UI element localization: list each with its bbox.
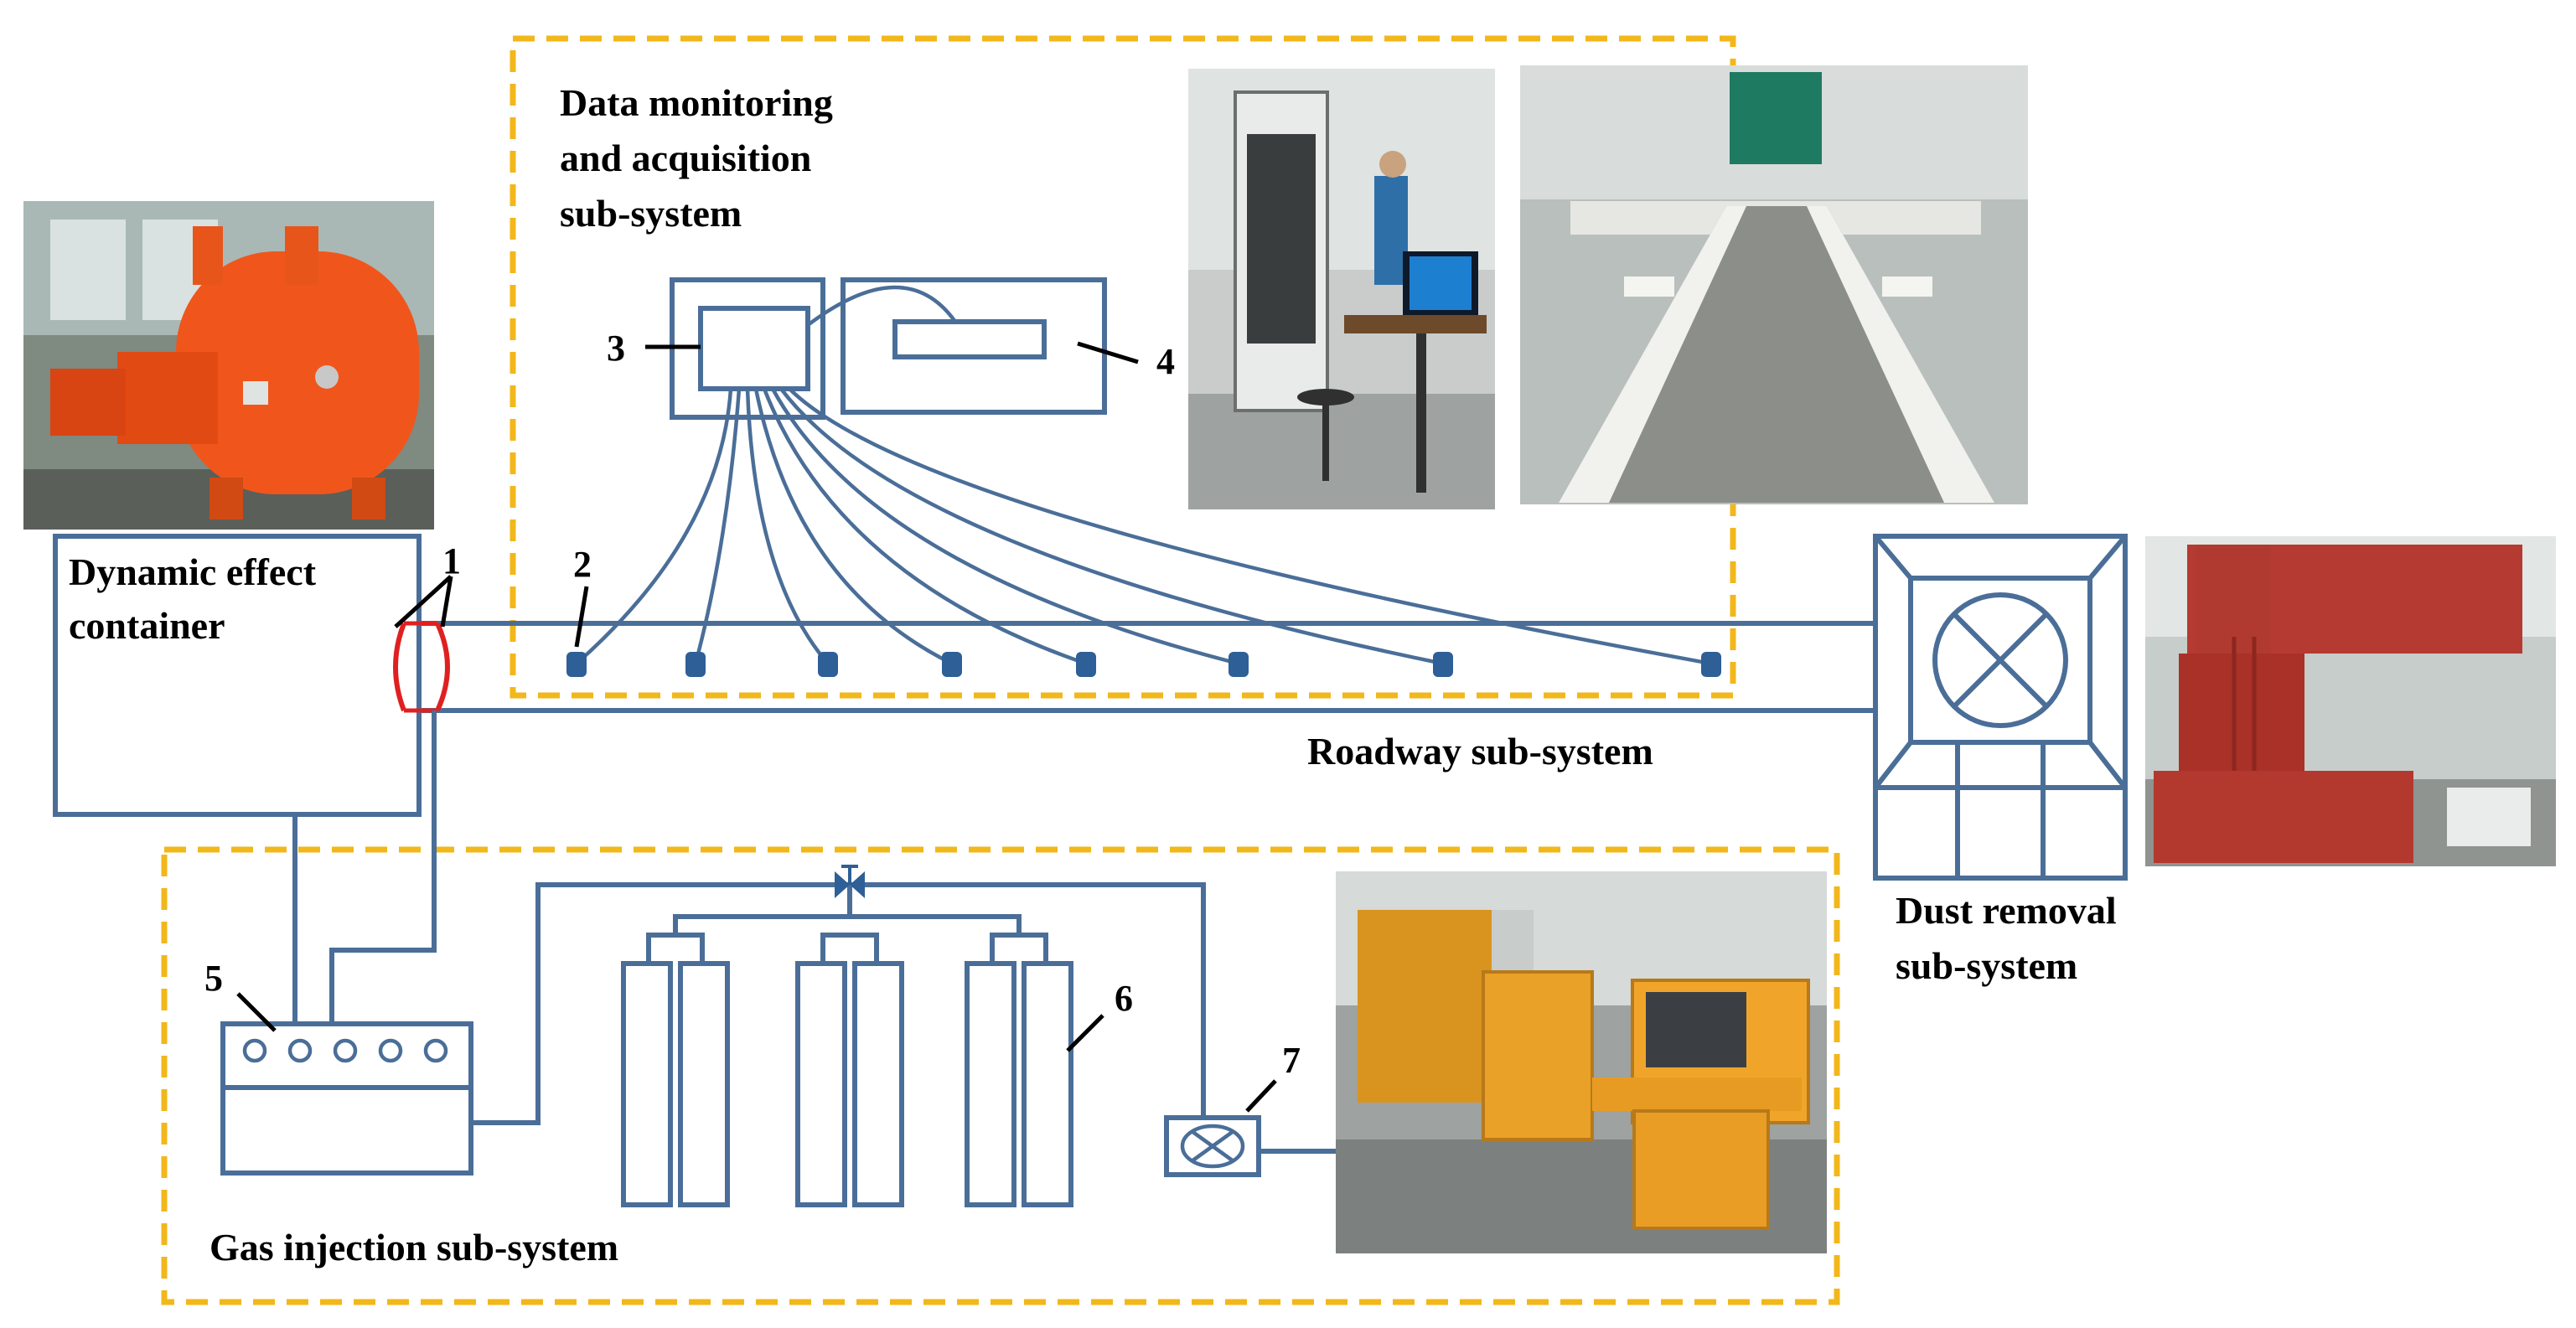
leader-2 [574,586,589,648]
leader-4 [1077,341,1139,364]
dynamic-container-label-1: Dynamic effect [69,550,317,593]
pump-unit [1164,1115,1261,1177]
gas-cylinders [621,933,1073,1207]
dust-removal-unit [1873,534,2128,881]
sensor [942,652,962,677]
leader-6 [1066,1014,1104,1052]
dust-label-2: sub-system [1896,944,2077,987]
control-panel [220,1021,473,1176]
dust-tower-photo [2145,536,2556,866]
dust-label-1: Dust removal [1896,889,2117,932]
gas-main-pipe [471,882,1206,1125]
sensor [566,652,587,677]
label-2: 2 [573,544,592,585]
label-6: 6 [1115,978,1133,1019]
leader-5 [236,992,277,1032]
label-3: 3 [607,328,625,369]
dynamic-effect-container [53,534,422,817]
gas-label: Gas injection sub-system [209,1226,618,1269]
leader-1a [394,575,453,628]
label-7: 7 [1282,1040,1301,1081]
data-subsystem-label-1: Data monitoring [560,81,833,124]
data-subsystem-label-3: sub-system [560,192,742,235]
sensor [818,652,838,677]
sensor [685,652,706,677]
vessel-photo [23,201,434,530]
roadway-label: Roadway sub-system [1307,730,1653,773]
sensor [1433,652,1453,677]
gas-subsystem-border [161,846,1840,1305]
data-subsystem-label-2: and acquisition [560,137,811,179]
computer-cable [806,285,957,327]
label-5: 5 [204,958,223,999]
sensor [1076,652,1096,677]
roadway-photo [1520,65,2028,504]
gas-control-photo [1336,871,1827,1253]
sensors [566,652,1721,677]
sensor [1701,652,1721,677]
monitoring-photo [1188,69,1495,509]
leader-1b [440,576,453,628]
computer-outer [841,277,1107,415]
leader-7 [1245,1079,1277,1113]
computer-inner [892,319,1047,359]
gas-manifold [673,914,1022,935]
label-4: 4 [1156,341,1175,382]
dynamic-container-label-2: container [69,604,225,647]
sensor-cables [575,387,1712,666]
valve-icon [835,865,865,898]
label-1: 1 [442,540,461,581]
sensor [1229,652,1249,677]
acquisition-unit-inner [698,306,810,391]
pipe-container-to-panel-b [329,711,437,1024]
